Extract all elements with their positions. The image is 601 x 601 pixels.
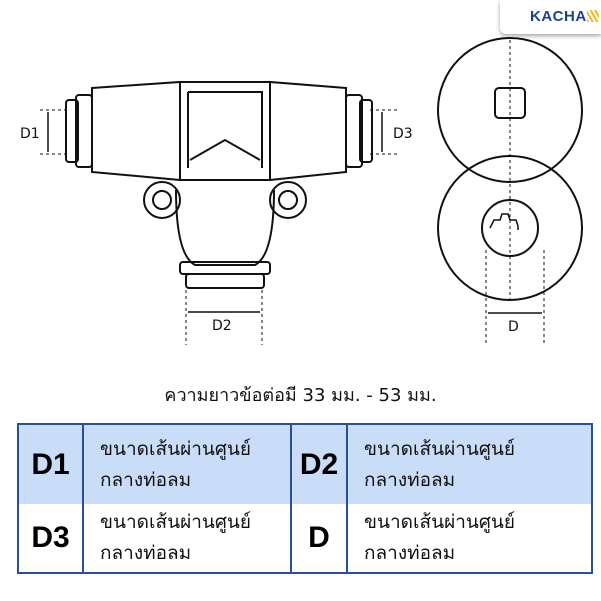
kacha-logo: KACHA [500, 0, 601, 34]
code-cell: D1 [31, 447, 70, 481]
logo-stripes [587, 10, 599, 22]
label-d3: D3 [393, 126, 413, 142]
dimension-table: D1 ขนาดเส้นผ่านศูนย์กลางท่อลม D2 ขนาดเส้… [17, 423, 593, 574]
side-view [437, 37, 583, 345]
desc-cell: ขนาดเส้นผ่านศูนย์กลางท่อลม [82, 424, 291, 504]
desc-line: กลางท่อลม [364, 542, 456, 564]
table-row: D1 ขนาดเส้นผ่านศูนย์กลางท่อลม D2 ขนาดเส้… [18, 424, 592, 504]
desc-line: กลางท่อลม [100, 542, 192, 564]
code-cell: D [290, 504, 347, 573]
length-note: ความยาวข้อต่อมี 33 มม. - 53 มม. [164, 385, 437, 406]
desc-line: ขนาดเส้นผ่านศูนย์ [364, 437, 516, 460]
desc-line: ขนาดเส้นผ่านศูนย์ [100, 511, 252, 533]
code-cell: D3 [31, 521, 70, 554]
table-row: D3 ขนาดเส้นผ่านศูนย์กลางท่อลม D ขนาดเส้น… [18, 504, 592, 573]
desc-cell: ขนาดเส้นผ่านศูนย์กลางท่อลม [346, 424, 592, 504]
desc-line: กลางท่อลม [100, 468, 192, 491]
front-view [40, 80, 400, 345]
label-d1: D1 [20, 126, 40, 142]
desc-cell: ขนาดเส้นผ่านศูนย์กลางท่อลม [82, 504, 291, 573]
tee-fitting-drawing: D1 D3 D2 D [20, 37, 583, 345]
desc-line: ขนาดเส้นผ่านศูนย์ [364, 511, 516, 533]
code-cell: D2 [290, 424, 347, 504]
label-d2: D2 [212, 318, 232, 334]
desc-line: ขนาดเส้นผ่านศูนย์ [100, 437, 252, 460]
desc-line: กลางท่อลม [364, 468, 456, 491]
label-d: D [508, 319, 519, 335]
desc-cell: ขนาดเส้นผ่านศูนย์กลางท่อลม [346, 504, 592, 573]
logo-text: KACHA [530, 8, 587, 25]
